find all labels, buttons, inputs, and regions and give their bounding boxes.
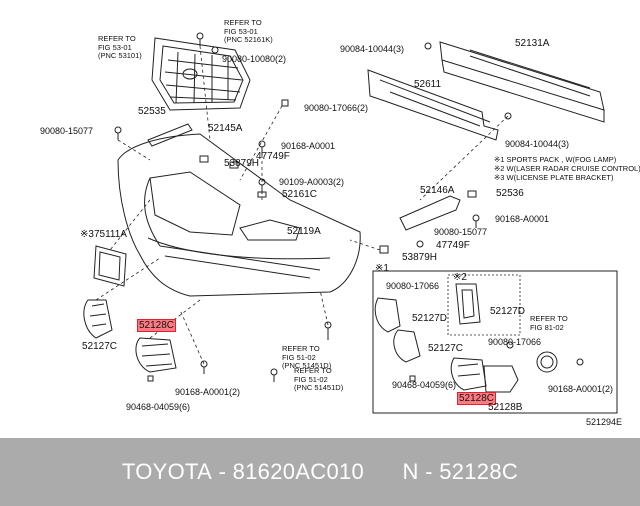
part-label-53879h-b[interactable]: 53879H	[402, 252, 438, 263]
fog-cover-52127c-drawing	[83, 299, 113, 339]
note-2: ※2 W(LASER RADAR CRUISE CONTROL)	[494, 164, 640, 173]
part-label-52131a[interactable]: 52131A	[515, 38, 550, 49]
refer-line: (PNC 52161K)	[224, 35, 273, 44]
part-label-52535[interactable]: 52535	[138, 106, 166, 117]
oem-part-number[interactable]: 81620AC010	[232, 459, 365, 484]
part-label-52128c-main-highlighted[interactable]: 52128C	[137, 319, 177, 332]
refer-fig-51-02-b: REFER TO FIG 51-02 (PNC 51451D)	[294, 366, 344, 393]
part-number: 75111A	[93, 229, 127, 240]
part-label-53879h-a[interactable]: 53879H	[224, 158, 260, 169]
part-label-90084-10044-a[interactable]: 90084-10044(3)	[340, 44, 405, 54]
energy-absorber-drawing	[367, 69, 499, 141]
bumper-reinforcement-drawing	[439, 41, 605, 123]
part-label-52119a[interactable]: 52119A	[287, 226, 321, 237]
inset-mark-1: ※1	[375, 263, 389, 274]
part-info-footer: TOYOTA - 81620AC010 N - 52128C	[0, 438, 640, 506]
refer-line: REFER TO	[224, 18, 262, 27]
refer-line: REFER TO	[294, 366, 332, 375]
part-label-90168-a0001-2-inset[interactable]: 90168-A0001(2)	[548, 384, 614, 394]
n-code[interactable]: 52128C	[439, 459, 519, 484]
license-bracket-drawing	[93, 245, 127, 287]
part-label-52128c-inset-highlighted[interactable]: 52128C	[457, 392, 497, 405]
bracket-52146a-drawing	[399, 195, 461, 231]
part-label-90168-a0001-b[interactable]: 90168-A0001	[495, 214, 550, 224]
inset-parts-drawing	[374, 283, 584, 393]
note-1: ※1 SPORTS PACK , W(FOG LAMP)	[494, 155, 617, 164]
part-label-52128b[interactable]: 52128B	[488, 402, 523, 413]
footer-text: TOYOTA - 81620AC010 N - 52128C	[0, 438, 640, 506]
brand-name: TOYOTA	[121, 459, 213, 484]
part-label-90168-a0001-2-main[interactable]: 90168-A0001(2)	[175, 387, 241, 397]
refer-line: FIG 81-02	[530, 322, 564, 332]
refer-fig-81-02: REFER TO FIG 81-02	[530, 314, 568, 332]
part-label-52127c-inset[interactable]: 52127C	[428, 343, 464, 354]
sports-pack-inset-box	[372, 270, 618, 414]
refer-fig-53-01-grille: REFER TO FIG 53-01 (PNC 53101)	[98, 34, 142, 61]
part-label-90168-a0001-a[interactable]: 90168-A0001	[281, 141, 336, 151]
refer-line: FIG 53-01	[224, 26, 258, 36]
note-3: ※3 W(LICENSE PLATE BRACKET)	[494, 173, 614, 182]
refer-line: (PNC 53101)	[98, 51, 142, 60]
part-label-75111a[interactable]: ※375111A	[80, 229, 127, 240]
part-label-90080-17066[interactable]: 90080-17066(2)	[304, 103, 369, 113]
part-label-90109-a0003[interactable]: 90109-A0003(2)	[279, 177, 345, 187]
part-label-90080-15077-b[interactable]: 90080-15077	[434, 227, 488, 237]
bracket-52145a-drawing	[147, 123, 193, 147]
footer-separator-2: -	[418, 459, 440, 484]
radiator-grille-drawing	[151, 37, 251, 111]
diagram-drawing	[83, 32, 618, 414]
option-notes: ※1 SPORTS PACK , W(FOG LAMP) ※2 W(LASER …	[494, 155, 640, 182]
refer-line: (PNC 51451D)	[294, 383, 344, 392]
refer-fig-51-02-a: REFER TO FIG 51-02 (PNC 51451D)	[282, 344, 332, 371]
refer-line: FIG 51-02	[294, 374, 328, 384]
diagram-code: 521294E	[586, 417, 623, 427]
part-label-52145a[interactable]: 52145A	[208, 123, 243, 134]
part-label-90080-10080[interactable]: 90080-10080(2)	[222, 54, 287, 64]
part-label-90468-04059-inset[interactable]: 90468-04059(6)	[392, 380, 457, 390]
part-label-90468-04059-main[interactable]: 90468-04059(6)	[126, 402, 191, 412]
footer-separator: -	[212, 459, 233, 484]
refer-line: REFER TO	[98, 34, 136, 43]
refer-line: REFER TO	[530, 314, 568, 323]
bumper-cover-drawing	[117, 133, 361, 297]
part-label-52127d-b[interactable]: 52127D	[490, 306, 526, 317]
part-label-90080-17066-inset-2[interactable]: 90080-17066	[488, 337, 542, 347]
refer-line: FIG 53-01	[98, 42, 132, 52]
part-label-52536[interactable]: 52536	[496, 188, 524, 199]
part-label-90080-15077[interactable]: 90080-15077	[40, 126, 94, 136]
note-mark-3: ※3	[80, 229, 94, 240]
refer-line: REFER TO	[282, 344, 320, 353]
refer-line: FIG 51-02	[282, 352, 316, 362]
part-label-52161c[interactable]: 52161C	[282, 189, 318, 200]
footer-gap	[364, 459, 402, 485]
refer-line: (PNC 51451D)	[282, 361, 332, 370]
part-label-52146a[interactable]: 52146A	[420, 185, 455, 196]
part-label-90080-17066-inset[interactable]: 90080-17066	[386, 281, 440, 291]
inset-mark-2: ※2	[453, 272, 467, 283]
part-label-52127d-a[interactable]: 52127D	[412, 313, 448, 324]
parts-diagram: REFER TO FIG 53-01 (PNC 53101) REFER TO …	[40, 18, 640, 427]
part-label-52611[interactable]: 52611	[414, 79, 442, 90]
part-label-90084-10044-b[interactable]: 90084-10044(3)	[505, 139, 570, 149]
part-label-47749f-b[interactable]: 47749F	[436, 240, 470, 251]
part-label-52127c-main[interactable]: 52127C	[82, 341, 118, 352]
radar-inset-box	[447, 274, 521, 336]
fog-cover-52128c-drawing	[135, 337, 177, 373]
refer-fig-53-01-emblem: REFER TO FIG 53-01 (PNC 52161K)	[224, 18, 273, 45]
n-prefix: N	[402, 459, 419, 484]
part-label-47749f-a[interactable]: 47749F	[256, 151, 290, 162]
